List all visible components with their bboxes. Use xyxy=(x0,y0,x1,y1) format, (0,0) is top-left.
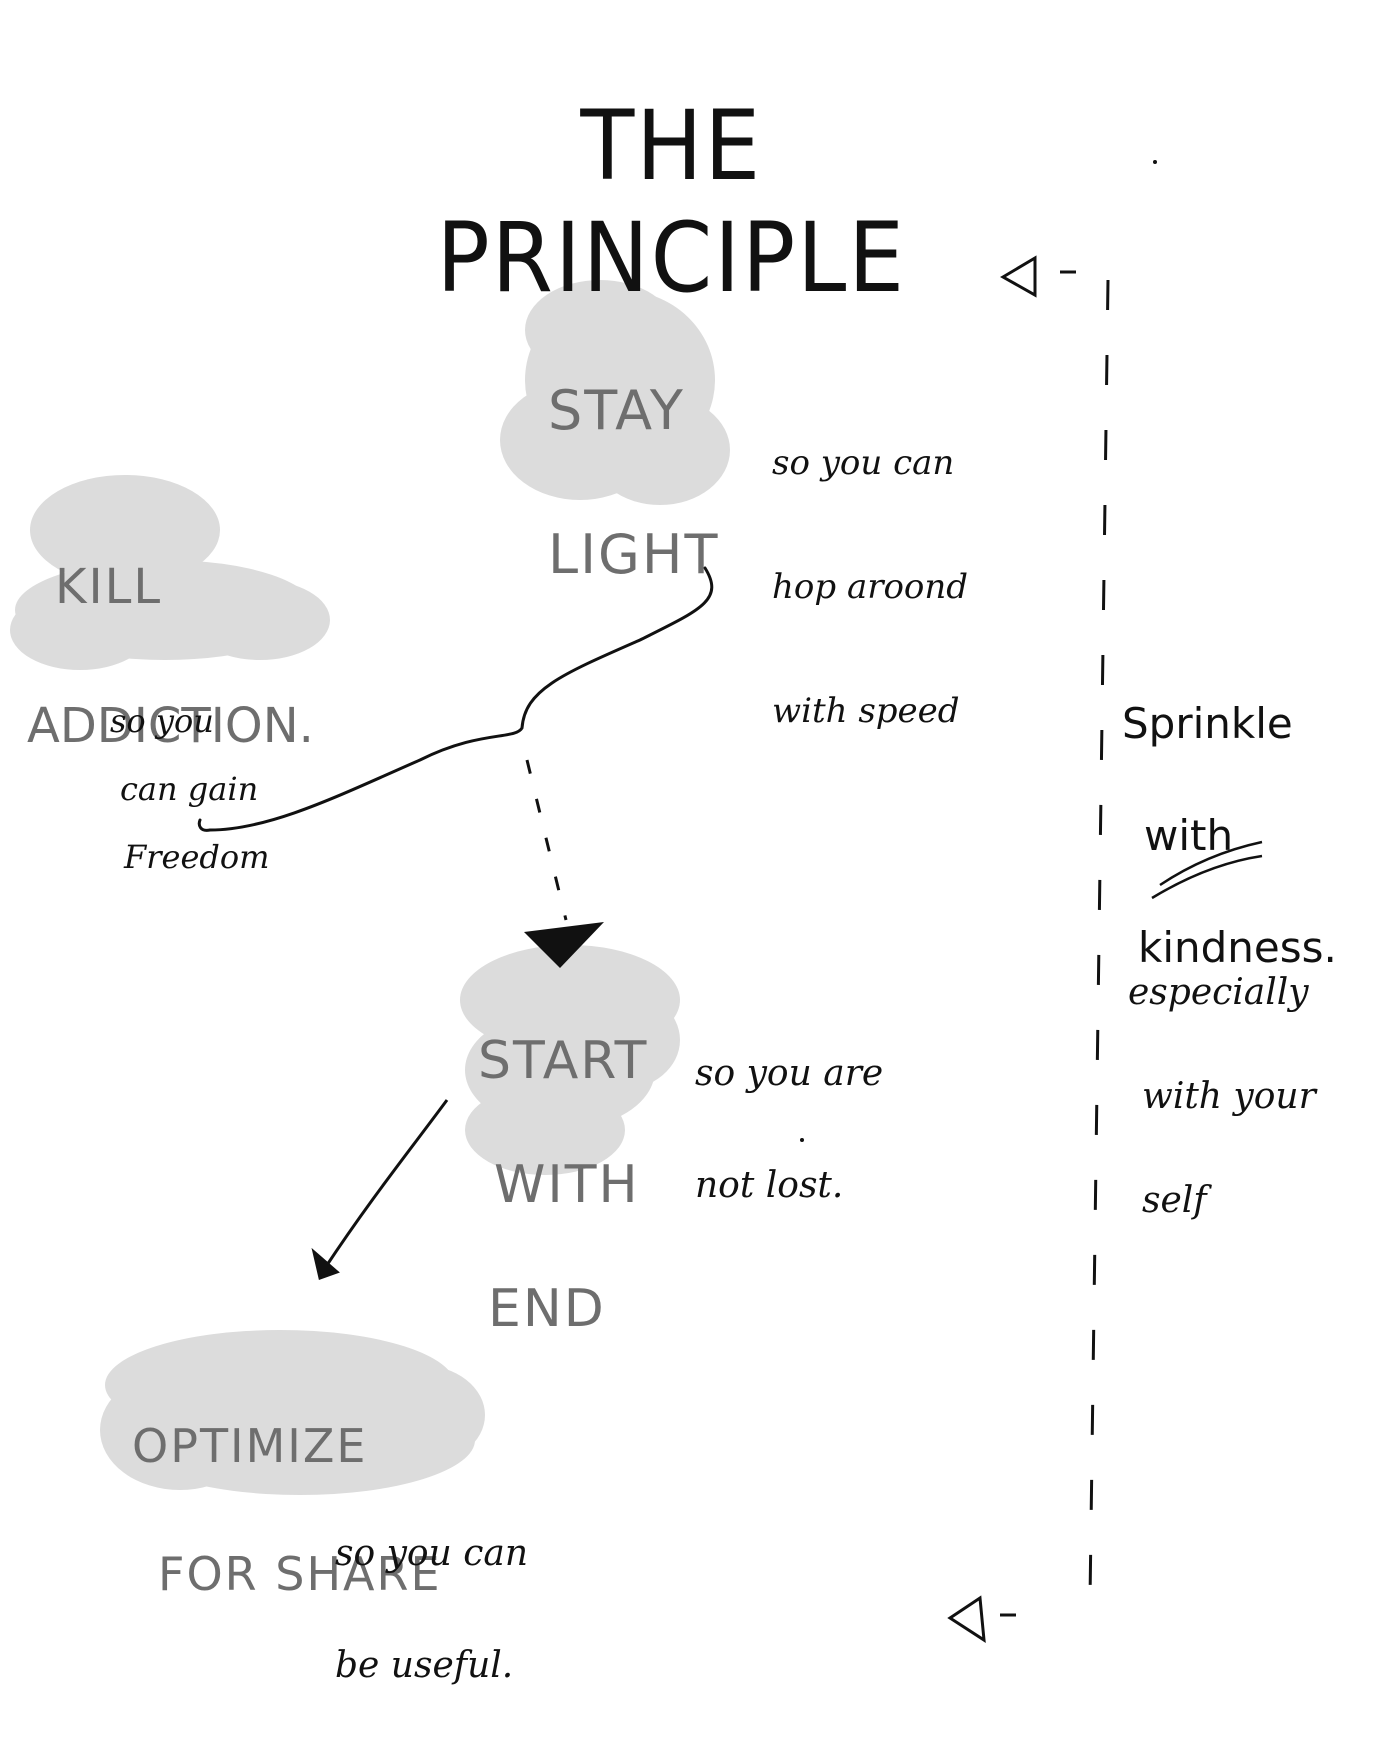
stay-light-note-2: hop aroond xyxy=(772,567,969,607)
optimize-for-share-label: OPTIMIZE FOR SHARE xyxy=(132,1350,442,1670)
stay-light-label: STAY LIGHT xyxy=(548,318,719,648)
kindness-underline-2 xyxy=(1151,854,1263,900)
arrow-to-optimize xyxy=(323,1099,449,1269)
start-with-end-note-1: so you are xyxy=(695,1053,884,1094)
start-with-end-label: START WITH END xyxy=(478,968,648,1402)
kindness-underline xyxy=(1159,840,1263,887)
start-with-end-line-3: END xyxy=(488,1279,606,1339)
stay-light-note-3: with speed xyxy=(772,691,960,731)
start-with-end-blob xyxy=(460,945,680,1175)
optimize-for-share-blob xyxy=(100,1330,485,1495)
kill-addiction-note-3: Freedom xyxy=(124,838,270,876)
arrow-head-bottom xyxy=(947,1595,986,1643)
kindness-note: Sprinkle with kindness. xyxy=(1122,640,1337,1032)
stay-light-line-1: STAY xyxy=(548,379,685,443)
especially-line-1: especially xyxy=(1128,972,1309,1013)
optimize-line-1: OPTIMIZE xyxy=(132,1419,368,1473)
start-with-end-line-2: WITH xyxy=(494,1155,640,1215)
optimize-line-2: FOR SHARE xyxy=(158,1547,442,1601)
stay-light-blob xyxy=(500,280,730,505)
start-with-end-line-1: START xyxy=(478,1031,649,1091)
kill-addiction-label: KILL ADDICTION. xyxy=(27,505,314,809)
especially-line-3: self xyxy=(1142,1180,1207,1221)
side-dashed-line xyxy=(1088,279,1110,1601)
dashed-arrow-line xyxy=(525,759,568,921)
kindness-line-3: kindness. xyxy=(1138,923,1337,972)
brace-connector xyxy=(197,566,714,832)
start-with-end-note-2: not lost. xyxy=(695,1165,844,1206)
optimize-note-2: be useful. xyxy=(335,1645,514,1686)
arrow-head-down xyxy=(524,922,604,968)
stay-light-line-2: LIGHT xyxy=(548,523,720,587)
stray-dot xyxy=(800,1138,804,1142)
stay-light-note: so you can hop aroond with speed xyxy=(772,370,968,804)
optimize-note-1: so you can xyxy=(335,1533,529,1574)
especially-note: especially with your self xyxy=(1128,915,1316,1279)
especially-line-2: with your xyxy=(1142,1076,1316,1117)
kindness-line-1: Sprinkle xyxy=(1122,699,1293,748)
arrow-head-optimize xyxy=(311,1247,340,1280)
kill-addiction-blob xyxy=(10,475,330,670)
optimize-for-share-note: so you can be useful. xyxy=(335,1470,528,1750)
page-title: THE PRINCIPLE xyxy=(436,90,906,314)
stay-light-note-1: so you can xyxy=(772,443,955,483)
kill-addiction-note-2: can gain xyxy=(120,770,259,808)
kindness-line-2: with xyxy=(1144,811,1234,860)
kill-addiction-line-1: KILL xyxy=(55,559,163,616)
kill-addiction-note: so you can gain Freedom xyxy=(110,670,269,908)
kill-addiction-line-2: ADDICTION. xyxy=(27,697,314,754)
kill-addiction-note-1: so you xyxy=(110,702,214,740)
start-with-end-note: so you are not lost. xyxy=(695,990,883,1270)
stray-dot xyxy=(1153,160,1157,164)
arrow-head-top xyxy=(1000,255,1037,298)
